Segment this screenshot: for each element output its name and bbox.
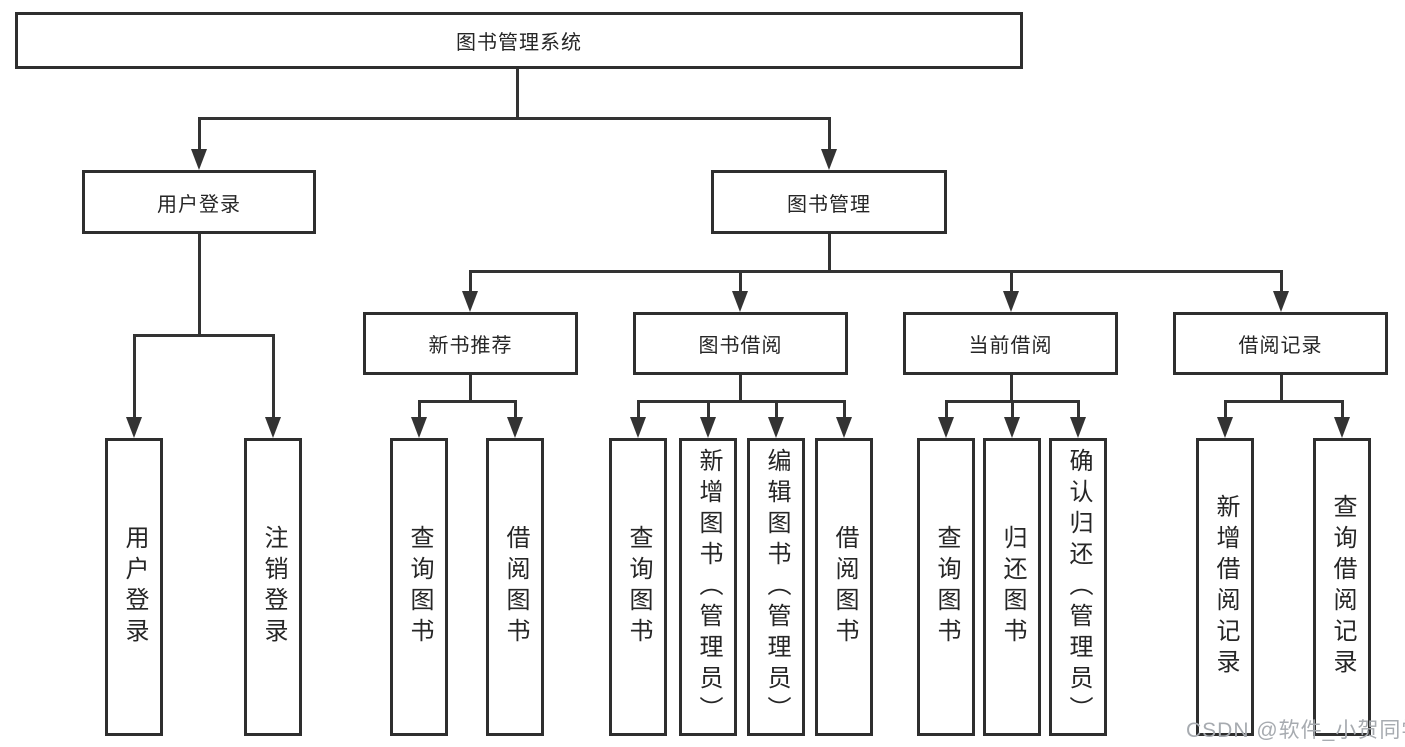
connector-line [945, 401, 948, 418]
node-current-borrowing: 当前借阅 [903, 312, 1118, 375]
leaf-user-login: 用户登录 [105, 438, 163, 736]
connector-line [739, 271, 742, 292]
connector-line [418, 400, 517, 403]
node-user-login: 用户登录 [82, 170, 316, 234]
arrowhead-icon [768, 417, 784, 438]
arrowhead-icon [1004, 417, 1020, 438]
leaf-borrow-books-borrowing: 借阅图书 [815, 438, 873, 736]
leaf-borrow-books-recommend: 借阅图书 [486, 438, 544, 736]
arrowhead-icon [1003, 291, 1019, 312]
connector-line [418, 401, 421, 418]
leaf-query-books-recommend: 查询图书 [390, 438, 448, 736]
connector-line [1224, 400, 1344, 403]
connector-line [1280, 375, 1283, 402]
leaf-return-book: 归还图书 [983, 438, 1041, 736]
connector-line [1280, 271, 1283, 292]
leaf-user-login-label: 用户登录 [121, 525, 148, 649]
leaf-add-book-admin-label: 新增图书（管理员） [695, 447, 722, 727]
node-root: 图书管理系统 [15, 12, 1023, 69]
connector-line [198, 234, 201, 336]
arrowhead-icon [191, 149, 207, 170]
node-new-book-recommend: 新书推荐 [363, 312, 578, 375]
node-current-borrowing-label: 当前借阅 [968, 335, 1053, 357]
leaf-query-books-current-label: 查询图书 [933, 525, 960, 649]
arrowhead-icon [507, 417, 523, 438]
connector-line [198, 118, 201, 150]
leaf-borrow-books-recommend-label: 借阅图书 [502, 525, 529, 649]
connector-line [739, 375, 742, 402]
node-book-management-label: 图书管理 [787, 193, 871, 216]
connector-line [514, 401, 517, 418]
leaf-query-borrow-record-label: 查询借阅记录 [1329, 494, 1356, 680]
leaf-logout-label: 注销登录 [260, 525, 287, 649]
leaf-query-books-current: 查询图书 [917, 438, 975, 736]
watermark: CSDN @软件_小贺同学 [1186, 719, 1405, 742]
connector-line [469, 270, 1283, 273]
leaf-query-borrow-record: 查询借阅记录 [1313, 438, 1371, 736]
connector-line [198, 117, 831, 120]
connector-line [707, 401, 710, 418]
arrowhead-icon [700, 417, 716, 438]
leaf-query-books-borrowing: 查询图书 [609, 438, 667, 736]
leaf-add-book-admin: 新增图书（管理员） [679, 438, 737, 736]
leaf-add-borrow-record: 新增借阅记录 [1196, 438, 1254, 736]
connector-line [1224, 401, 1227, 418]
leaf-edit-book-admin-label: 编辑图书（管理员） [763, 447, 790, 727]
connector-line [1010, 271, 1013, 292]
connector-line [469, 375, 472, 402]
connector-line [637, 401, 640, 418]
leaf-add-borrow-record-label: 新增借阅记录 [1212, 494, 1239, 680]
leaf-confirm-return-admin-label: 确认归还（管理员） [1065, 447, 1092, 727]
arrowhead-icon [836, 417, 852, 438]
connector-line [272, 335, 275, 418]
node-book-borrowing: 图书借阅 [633, 312, 848, 375]
arrowhead-icon [630, 417, 646, 438]
node-borrow-records-label: 借阅记录 [1238, 335, 1323, 357]
arrowhead-icon [1217, 417, 1233, 438]
arrowhead-icon [1334, 417, 1350, 438]
connector-line [1077, 401, 1080, 418]
connector-line [775, 401, 778, 418]
connector-line [828, 118, 831, 150]
node-borrow-records: 借阅记录 [1173, 312, 1388, 375]
connector-line [133, 334, 275, 337]
leaf-borrow-books-borrowing-label: 借阅图书 [831, 525, 858, 649]
leaf-return-book-label: 归还图书 [999, 525, 1026, 649]
connector-line [469, 271, 472, 292]
arrowhead-icon [1070, 417, 1086, 438]
leaf-query-books-recommend-label: 查询图书 [406, 525, 433, 649]
connector-line [843, 401, 846, 418]
node-book-borrowing-label: 图书借阅 [698, 335, 783, 357]
arrowhead-icon [411, 417, 427, 438]
connector-line [1341, 401, 1344, 418]
node-new-book-recommend-label: 新书推荐 [428, 335, 513, 357]
leaf-confirm-return-admin: 确认归还（管理员） [1049, 438, 1107, 736]
arrowhead-icon [938, 417, 954, 438]
leaf-query-books-borrowing-label: 查询图书 [625, 525, 652, 649]
node-root-label: 图书管理系统 [456, 32, 582, 54]
leaf-logout: 注销登录 [244, 438, 302, 736]
node-book-management: 图书管理 [711, 170, 947, 234]
connector-line [828, 234, 831, 272]
arrowhead-icon [462, 291, 478, 312]
arrowhead-icon [821, 149, 837, 170]
node-user-login-label: 用户登录 [157, 193, 241, 216]
connector-line [1011, 401, 1014, 418]
connector-line [637, 400, 846, 403]
leaf-edit-book-admin: 编辑图书（管理员） [747, 438, 805, 736]
connector-line [133, 335, 136, 418]
arrowhead-icon [732, 291, 748, 312]
connector-line [516, 69, 519, 119]
arrowhead-icon [265, 417, 281, 438]
connector-line [1010, 375, 1013, 402]
arrowhead-icon [126, 417, 142, 438]
arrowhead-icon [1273, 291, 1289, 312]
